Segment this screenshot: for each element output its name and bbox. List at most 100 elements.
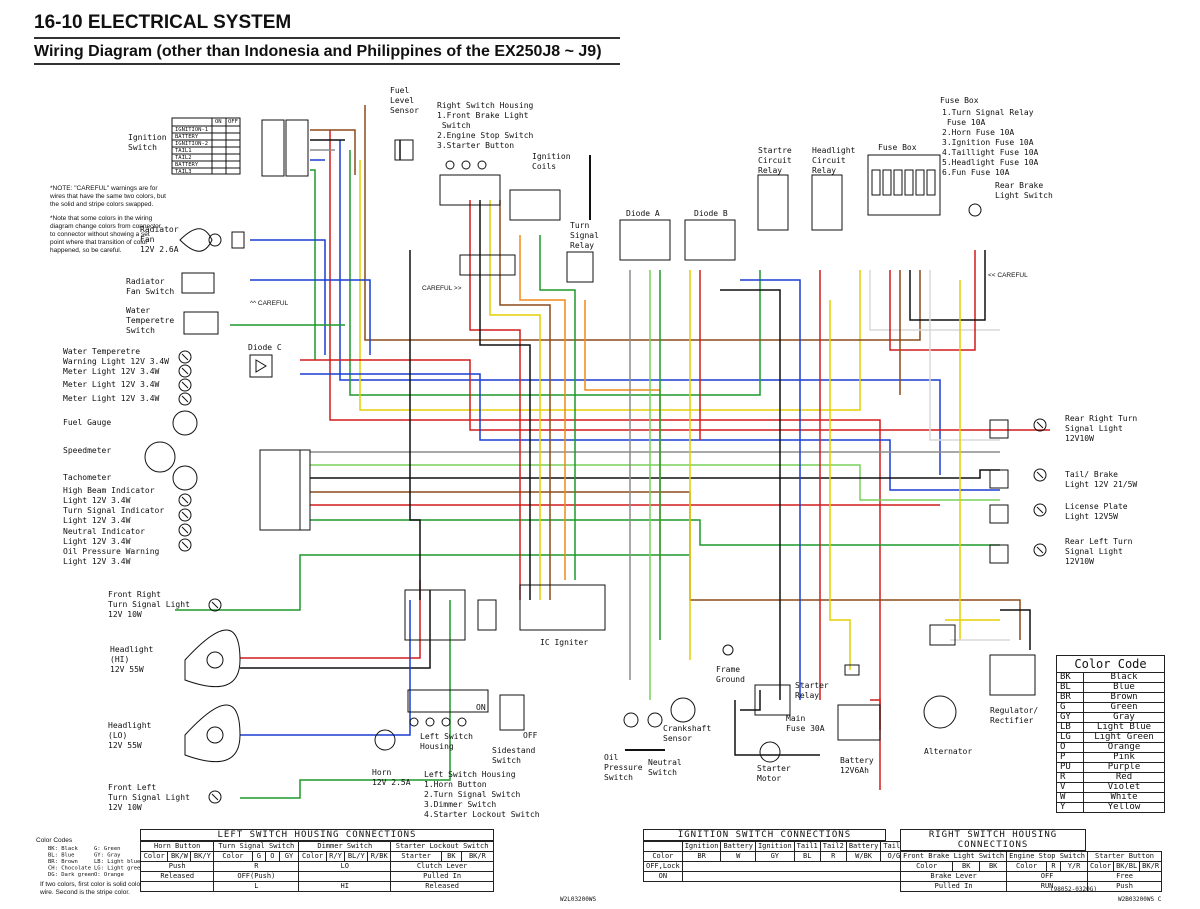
front-right-turn-label-line: Turn Signal Light (108, 600, 190, 609)
crankshaft-sensor-label-line: Crankshaft (663, 724, 711, 733)
note-careful-1: *NOTE: "CAREFUL" warnings are for (50, 185, 158, 192)
rsc-color: Color (1087, 861, 1115, 872)
note-change-2-line: diagram change colors from connector (50, 223, 162, 230)
rsc-color: BK (952, 861, 981, 872)
wire-brown (364, 105, 921, 341)
fuse-5 (915, 169, 925, 196)
ignition-switch-on-line: ON (215, 119, 222, 125)
regulator-box (989, 654, 1036, 696)
headlight-hi-label: Headlight(HI)12V 55W (110, 645, 154, 674)
lsc-state (298, 871, 392, 882)
starter-motor-label-line: Motor (757, 774, 781, 783)
diode-c-label: Diode C (248, 343, 282, 352)
ignition-connector-a (261, 119, 285, 177)
left-switch-item-3 (457, 717, 467, 727)
title-rule (34, 37, 620, 39)
diode-c-symbol (255, 359, 267, 373)
rsc-color: Color (899, 861, 954, 872)
indicator-lamp-1-cross (181, 367, 189, 375)
lsc-color: R/Y (325, 851, 346, 862)
small-legend-item-line: BR: Brown (48, 859, 78, 865)
starter-circuit-relay-label-line: Startre (758, 146, 792, 155)
note-careful-2-line: wires that have the same two colors, but (49, 193, 166, 200)
lsc-group: Dimmer Switch (298, 841, 392, 852)
careful-note-c-line: << CAREFUL (988, 272, 1028, 279)
left-switch-list-label-line: 3.Dimmer Switch (424, 800, 496, 809)
water-temp-switch-label-line: Switch (126, 326, 155, 335)
isc-color: W (720, 851, 756, 862)
small-legend-item: LB: Light blue (94, 859, 140, 865)
wire-green (310, 519, 1000, 546)
lsc-state (139, 881, 215, 892)
headlight-circuit-relay-box (811, 174, 843, 231)
fuse-box-title-line: Fuse Box (878, 143, 917, 152)
high-beam-label-line: High Beam Indicator (63, 486, 155, 495)
right-switch-connections-title: RIGHT SWITCH HOUSING CONNECTIONS (900, 829, 1086, 851)
diode-c-label-line: Diode C (248, 343, 282, 352)
indicator-lamp-lower-0-cross (181, 496, 189, 504)
radiator-fan-connector (231, 231, 245, 249)
color-abbr: R (1056, 772, 1084, 783)
small-legend-foot-1-line: If two colors, first color is solid colo… (40, 881, 150, 888)
speedometer-label: Speedmeter (63, 446, 111, 455)
ignition-switch-row: BATTERY (175, 134, 199, 140)
ignition-switch-row: IGNITION-2 (175, 141, 208, 147)
note-change-1-line: *Note that some colors in the wiring (50, 215, 153, 222)
main-fuse-label-line: Fuse 30A (786, 724, 825, 733)
indicator-lamp-3-cross (181, 395, 189, 403)
fuse-list-line: 5.Headlight Fuse 10A (942, 158, 1039, 167)
diode-a-box (619, 219, 671, 261)
fuel-gauge-label-line: Fuel Gauge (63, 418, 111, 427)
fuel-level-sensor-label-line: Sensor (390, 106, 419, 115)
subtitle-rule (34, 63, 620, 65)
indicator-lamp-lower-3-cross (181, 541, 189, 549)
color-name: Purple (1083, 762, 1165, 773)
ignition-switch-box (171, 117, 241, 175)
small-legend-item-line: LB: Light blue (94, 859, 140, 865)
horn-connector (477, 599, 497, 631)
turn-signal-relay-box (566, 251, 594, 283)
rsc-state: Free (1087, 871, 1163, 882)
color-name: Pink (1083, 752, 1165, 763)
battery-box (837, 704, 881, 741)
page-title: 16-10 ELECTRICAL SYSTEM (34, 12, 292, 33)
rear-lamp-2 (1033, 503, 1047, 517)
isc-color: R (819, 851, 847, 862)
headlight-hi-label-line: 12V 55W (110, 665, 144, 674)
wire-yellow (489, 200, 541, 600)
fuse-list-line: Fuse 10A (942, 118, 986, 127)
battery-label-line: Battery (840, 756, 874, 765)
small-legend-item-line: CH: Chocolate (48, 866, 91, 872)
lsc-state: Pulled In (390, 871, 494, 882)
left-switch-off-label: OFF (523, 731, 538, 740)
lsc-state: HI (298, 881, 392, 892)
wire-black (720, 289, 781, 700)
water-temp-switch-box (183, 311, 219, 335)
wire-red (329, 130, 881, 790)
meter-light-3-label-line: Meter Light 12V 3.4W (63, 367, 160, 376)
right-switch-item-1 (461, 160, 471, 170)
